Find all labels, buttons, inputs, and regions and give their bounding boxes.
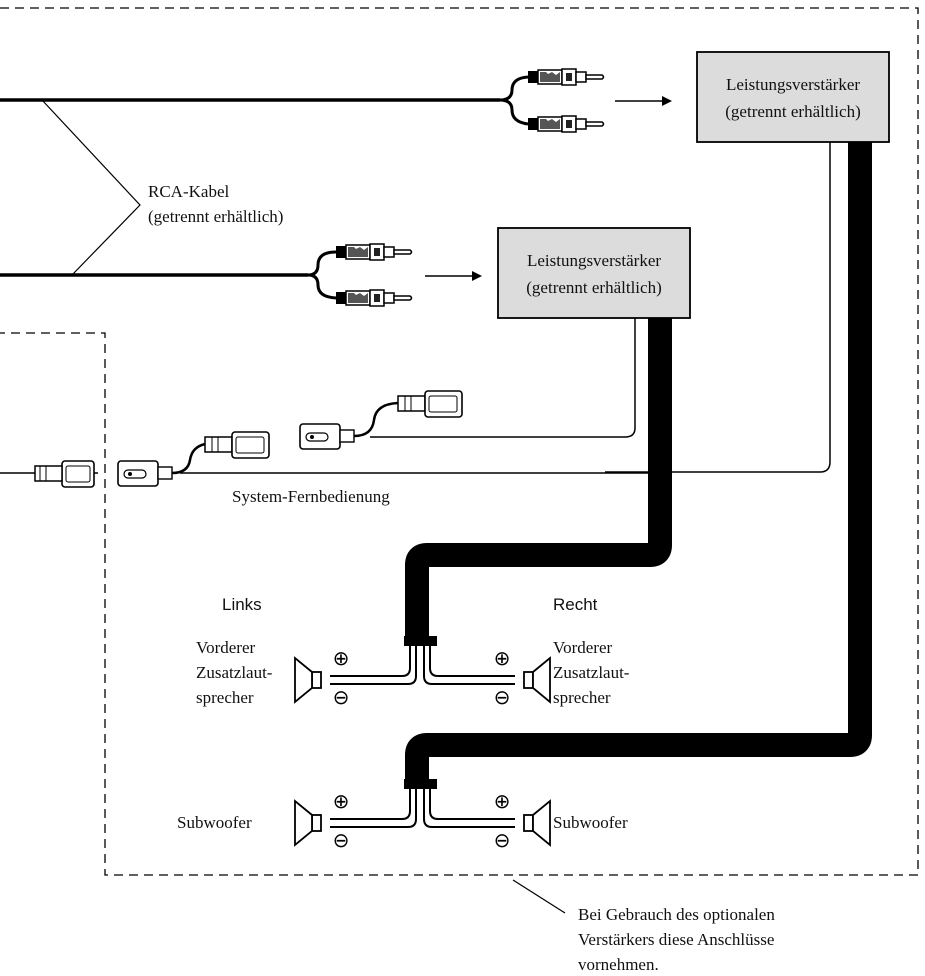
- arrow-icon: [662, 96, 672, 106]
- rca-plug-icon: [527, 68, 605, 86]
- right-front-line3: sprecher: [553, 688, 611, 707]
- left-front-line2: Zusatzlaut-: [196, 663, 273, 682]
- speaker-cable-sub: [405, 142, 872, 785]
- speaker-icon: [523, 800, 551, 846]
- optional-amp-boundary: [0, 7, 919, 876]
- speaker-icon: [523, 657, 551, 703]
- remote-connector-icon: [117, 442, 206, 487]
- remote-connector-icon: [204, 431, 270, 459]
- amp2-label-line1: Leistungsverstärker: [527, 251, 661, 270]
- rca-callout-line: [41, 99, 141, 276]
- remote-connector-icon: [34, 460, 95, 488]
- rca-plug-icon: [335, 289, 413, 307]
- note-callout-line: [512, 879, 566, 914]
- plus-symbol: ⊕: [494, 791, 511, 813]
- left-subwoofer-label: Subwoofer: [177, 813, 252, 832]
- minus-symbol: ⊖: [333, 687, 350, 709]
- right-front-line1: Vorderer: [553, 638, 612, 657]
- speaker-icon: [294, 800, 322, 846]
- minus-symbol: ⊖: [494, 687, 511, 709]
- speaker-icon: [294, 657, 322, 703]
- left-title: Links: [222, 595, 262, 614]
- remote-label: System-Fernbedienung: [232, 487, 390, 506]
- arrow-icon: [472, 271, 482, 281]
- amp1-label-line2: (getrennt erhältlich): [725, 102, 860, 121]
- rca-label-line2: (getrennt erhältlich): [148, 207, 283, 226]
- minus-symbol: ⊖: [333, 830, 350, 852]
- rca-plug-icon: [527, 115, 605, 133]
- amplifier-2-box: [497, 227, 691, 319]
- amplifier-1-box: [696, 51, 890, 143]
- remote-connector-icon: [397, 390, 463, 418]
- right-subwoofer-label: Subwoofer: [553, 813, 628, 832]
- amp2-label-line2: (getrennt erhältlich): [526, 278, 661, 297]
- plus-symbol: ⊕: [333, 791, 350, 813]
- remote-connector-icon: [299, 401, 399, 450]
- speaker-cable-front: [405, 318, 672, 642]
- note-line3: vornehmen.: [578, 955, 659, 974]
- note-line2: Verstärkers diese Anschlüsse: [578, 930, 774, 949]
- left-front-line1: Vorderer: [196, 638, 255, 657]
- note-line1: Bei Gebrauch des optionalen: [578, 905, 775, 924]
- amp1-label-line1: Leistungsverstärker: [726, 75, 860, 94]
- rca-label-line1: RCA-Kabel: [148, 182, 229, 201]
- right-front-line2: Zusatzlaut-: [553, 663, 630, 682]
- plus-symbol: ⊕: [494, 648, 511, 670]
- minus-symbol: ⊖: [494, 830, 511, 852]
- rca-plug-icon: [335, 243, 413, 261]
- plus-symbol: ⊕: [333, 648, 350, 670]
- left-front-line3: sprecher: [196, 688, 254, 707]
- right-title: Recht: [553, 595, 598, 614]
